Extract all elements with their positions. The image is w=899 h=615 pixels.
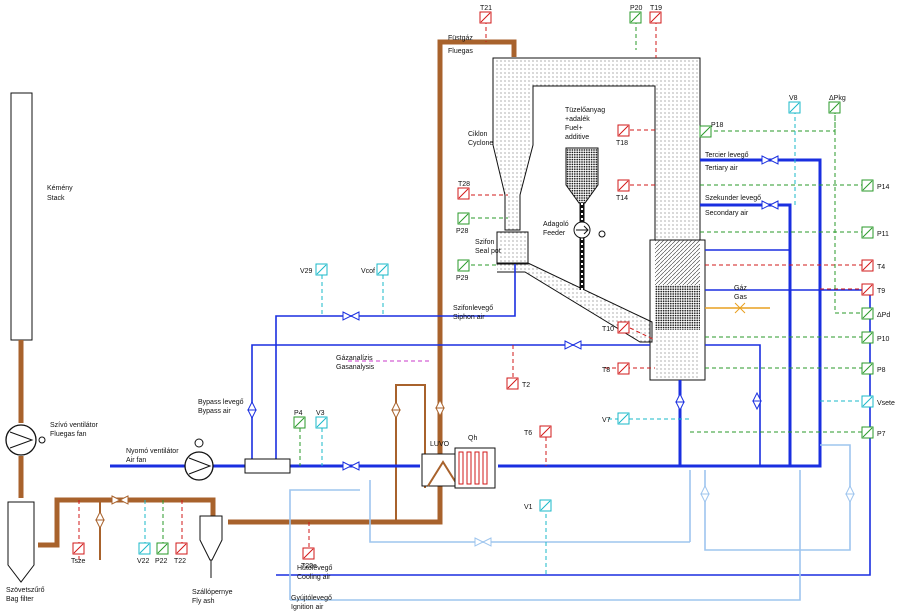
tertiary-air-label-en: Tertiary air bbox=[705, 165, 738, 172]
tag-label-t2: T2 bbox=[522, 382, 530, 389]
cyclone-label: Ciklon bbox=[468, 131, 488, 138]
valves bbox=[95, 155, 855, 547]
ignition-air-label-en: Ignition air bbox=[291, 604, 324, 611]
tag-label-v29: V29 bbox=[300, 268, 313, 275]
tag-label-v1: V1 bbox=[524, 504, 533, 511]
tag-label-dpkg: ΔPkg bbox=[829, 95, 846, 102]
feeder-label-en: Feeder bbox=[543, 230, 566, 237]
secondary-air-label: Szekunder levegő bbox=[705, 195, 761, 202]
tag-label-tsze: Tsze bbox=[71, 558, 86, 565]
tag-label-p29: P29 bbox=[456, 275, 469, 282]
tag-label-t10: T10 bbox=[602, 326, 614, 333]
fluegas-fan-label-en: Fluegas fan bbox=[50, 431, 87, 438]
gas-label-en: Gas bbox=[734, 294, 747, 301]
tag-label-t22e: T22e bbox=[301, 563, 317, 570]
seal-pot-label-en: Seal pot bbox=[475, 248, 501, 255]
ignition-air-label: Gyújtólevegő bbox=[291, 595, 332, 602]
fly-ash-label-en: Fly ash bbox=[192, 598, 215, 605]
feeder-label: Adagoló bbox=[543, 221, 569, 228]
tag-label-t28: T28 bbox=[458, 181, 470, 188]
tag-label-p8: P8 bbox=[877, 367, 886, 374]
cyclone-label-en: Cyclone bbox=[468, 140, 493, 147]
air-fan-label-en: Air fan bbox=[126, 457, 146, 464]
air-fan-label: Nyomó ventilátor bbox=[126, 448, 179, 455]
gas-line: Gáz Gas bbox=[705, 285, 770, 314]
tag-label-t8: T8 bbox=[602, 367, 610, 374]
fuel-label-4: additive bbox=[565, 134, 589, 141]
tag-label-v8: V8 bbox=[789, 95, 798, 102]
tag-label-t9: T9 bbox=[877, 288, 885, 295]
tag-label-vcof: Vcof bbox=[361, 268, 375, 275]
seal-pot-label: Szifon bbox=[475, 239, 495, 246]
tag-label-p18: P18 bbox=[711, 122, 724, 129]
cooling-air-label: Hűtőlevegő bbox=[297, 565, 333, 572]
fuel-label-3: Fuel+ bbox=[565, 125, 583, 132]
siphon-air-label-en: Siphon air bbox=[453, 314, 485, 321]
fly-ash-label: Szállópernye bbox=[192, 589, 233, 596]
cooling-air-label-en: Cooling air bbox=[297, 574, 331, 581]
tag-label-dpd: ΔPd bbox=[877, 312, 890, 319]
tag-label-v22: V22 bbox=[137, 558, 150, 565]
air-fan: Nyomó ventilátor Air fan bbox=[126, 438, 214, 481]
tag-label-p10: P10 bbox=[877, 336, 890, 343]
tag-label-p22: P22 bbox=[155, 558, 168, 565]
bypass-air-label: Bypass levegő bbox=[198, 399, 244, 406]
tag-label-p11: P11 bbox=[877, 231, 889, 238]
fluegas-fan: Szívó ventilátor Fluegas fan bbox=[5, 422, 99, 456]
bag-filter: Szövetszűrő Bag filter bbox=[6, 501, 45, 603]
seal-pot bbox=[496, 231, 529, 265]
tag-label-t21: T21 bbox=[480, 5, 492, 12]
bag-filter-label: Szövetszűrő bbox=[6, 587, 45, 594]
luvo-label: LUVO bbox=[430, 441, 450, 448]
tag-label-t18: T18 bbox=[616, 140, 628, 147]
boiler bbox=[492, 57, 706, 381]
feeder: Adagoló Feeder bbox=[543, 221, 606, 239]
stack-label: Kémény bbox=[47, 185, 73, 192]
heater-q-label: Qh bbox=[468, 435, 477, 442]
fly-ash-cyclone: Szállópernye Fly ash bbox=[192, 515, 233, 605]
tag-label-t4: T4 bbox=[877, 264, 885, 271]
siphon-air-label: Szifonlevegő bbox=[453, 305, 493, 312]
gas-label: Gáz bbox=[734, 285, 747, 292]
tag-label-t22: T22 bbox=[174, 558, 186, 565]
tag-label-p20: P20 bbox=[630, 5, 643, 12]
tag-label-t19: T19 bbox=[650, 5, 662, 12]
fuel-label-2: +adalék bbox=[565, 116, 590, 123]
tag-label-p4: P4 bbox=[294, 410, 303, 417]
air-heater-block bbox=[244, 458, 291, 474]
light-air-lines bbox=[289, 444, 851, 601]
tertiary-air-label: Tercier levegő bbox=[705, 152, 749, 159]
electric-heater: Qh bbox=[454, 435, 496, 489]
tag-label-v7: V7 bbox=[602, 417, 611, 424]
stack-label-en: Stack bbox=[47, 195, 65, 202]
secondary-air-label-en: Secondary air bbox=[705, 210, 749, 217]
tag-label-t6: T6 bbox=[524, 430, 532, 437]
tag-label-vsete: Vsete bbox=[877, 400, 895, 407]
fluegas-top-label: Füstgáz bbox=[448, 35, 473, 42]
stack bbox=[10, 92, 33, 341]
tag-label-p7: P7 bbox=[877, 431, 886, 438]
bypass-air-label-en: Bypass air bbox=[198, 408, 231, 415]
tag-label-p28: P28 bbox=[456, 228, 469, 235]
gas-analysis-label-en: Gasanalysis bbox=[336, 364, 375, 371]
fluegas-top-label-en: Fluegas bbox=[448, 48, 473, 55]
tag-label-t14: T14 bbox=[616, 195, 628, 202]
gas-analysis-label: Gázanalízis bbox=[336, 355, 373, 362]
fuel-hopper: Tüzelőanyag +adalék Fuel+ additive bbox=[565, 107, 605, 290]
fuel-label: Tüzelőanyag bbox=[565, 107, 605, 114]
tag-label-p14: P14 bbox=[877, 184, 890, 191]
bag-filter-label-en: Bag filter bbox=[6, 596, 34, 603]
tag-label-v3: V3 bbox=[316, 410, 325, 417]
fluegas-fan-label: Szívó ventilátor bbox=[50, 422, 99, 429]
